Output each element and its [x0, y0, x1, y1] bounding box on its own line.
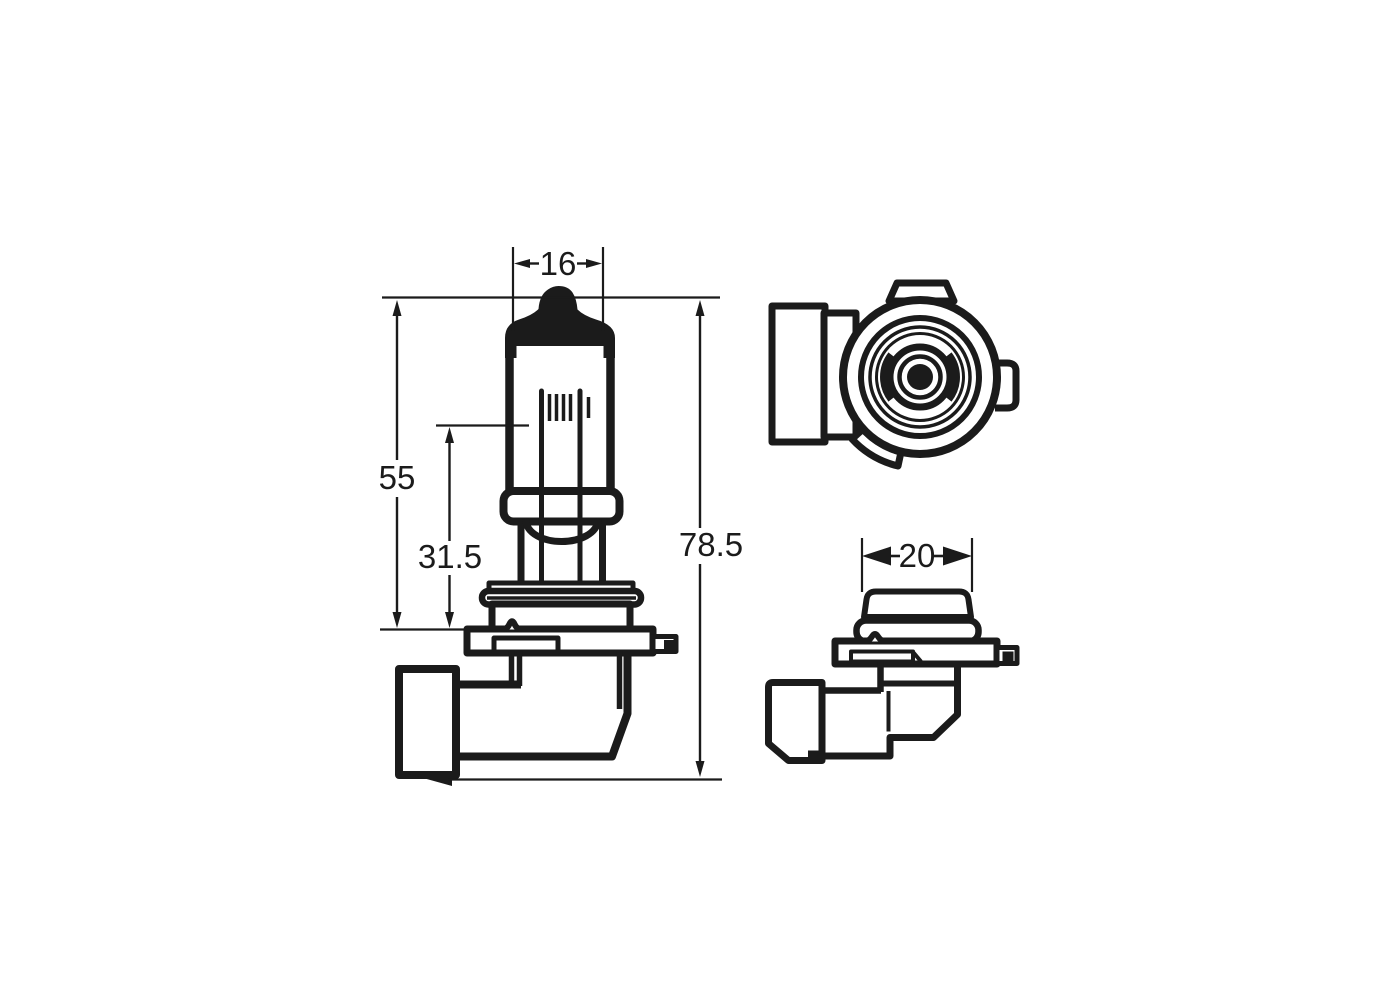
bulb-side-view — [395, 286, 679, 786]
socket-key-wing-left — [880, 352, 899, 402]
connector-body — [456, 651, 632, 761]
base-flange-detail-slant — [911, 650, 923, 663]
flange-inner-detail — [491, 635, 561, 655]
connector-key-wedge — [405, 772, 452, 786]
base-plug — [765, 679, 826, 764]
arrowhead-left — [514, 259, 530, 268]
filament — [539, 388, 591, 587]
dimension-annotations: 16 55 31.5 78.5 — [379, 245, 974, 781]
base-flange-inner-detail — [849, 649, 915, 664]
flange-bump — [494, 618, 530, 633]
socket-ring-4 — [875, 332, 965, 422]
arrowhead-left — [862, 546, 891, 566]
dim-label-31-5: 31.5 — [418, 538, 482, 575]
front-plug-housing — [768, 302, 829, 446]
dim-label-16: 16 — [540, 245, 577, 282]
dim-filament-height: 31.5 — [418, 427, 482, 628]
socket-key-wing-right — [941, 352, 960, 402]
dim-label-55: 55 — [379, 459, 416, 496]
dim-base-diameter: 20 — [860, 537, 974, 592]
arrowhead-up — [392, 300, 402, 316]
glass-interior — [516, 346, 604, 496]
pinch-seal — [499, 487, 624, 526]
socket-inner-ring — [897, 354, 943, 400]
arrowhead-down — [392, 612, 402, 628]
dim-label-78-5: 78.5 — [679, 526, 743, 563]
dim-label-20: 20 — [899, 537, 936, 574]
socket-ring-3 — [868, 325, 972, 429]
base-plug-notch — [808, 750, 822, 762]
socket-ring-2 — [858, 315, 982, 439]
base-flange-tab-notch — [1002, 651, 1014, 662]
dim-glass-length: 55 — [379, 300, 416, 628]
dim-overall-length: 78.5 — [679, 300, 743, 777]
base-side-view — [765, 588, 1020, 764]
pinch-arc — [522, 518, 602, 545]
arrowhead-down — [445, 612, 454, 628]
base-body-contour — [822, 662, 961, 760]
arrowhead-down — [695, 761, 705, 777]
flange-tab-notch — [664, 640, 675, 650]
cap-top — [861, 588, 974, 620]
socket-center-contact — [907, 364, 933, 390]
arrowhead-right — [586, 259, 602, 268]
arrowhead-up — [695, 300, 705, 316]
arrowhead-up — [445, 427, 454, 443]
arrowhead-right — [943, 546, 972, 566]
connector-plug — [395, 665, 460, 779]
bulb-dome — [505, 286, 615, 358]
dim-tip-width: 16 — [511, 245, 605, 331]
bulb-front-view — [768, 279, 1020, 470]
base-flange-bump — [858, 631, 892, 645]
